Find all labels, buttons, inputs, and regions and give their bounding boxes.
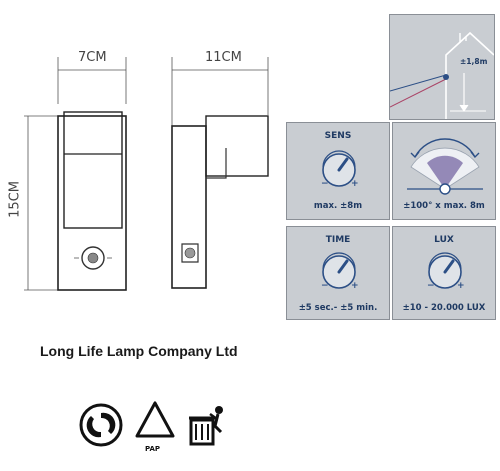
width-dimension-label: 7CM bbox=[78, 50, 107, 65]
angle-panel: ±100° x max. 8m bbox=[392, 122, 496, 220]
mount-height-label: ±1,8m bbox=[460, 57, 488, 66]
pap-label: PAP bbox=[145, 445, 161, 453]
mount-height-panel: ±1,8m bbox=[389, 14, 495, 120]
svg-text:+: + bbox=[351, 179, 359, 189]
detection-angle-icon bbox=[407, 138, 483, 195]
lux-title: LUX bbox=[434, 235, 454, 245]
recycle-triangle-icon bbox=[135, 400, 175, 438]
lux-dial-icon: − + bbox=[427, 252, 465, 291]
company-name: Long Life Lamp Company Ltd bbox=[40, 343, 238, 359]
sens-value: max. ±8m bbox=[313, 201, 363, 211]
time-panel: TIME − + ±5 sec.- ±5 min. bbox=[286, 226, 390, 320]
svg-text:−: − bbox=[321, 179, 329, 189]
depth-dimension-label: 11CM bbox=[205, 50, 242, 65]
svg-text:+: + bbox=[457, 281, 465, 291]
sens-dial-icon: − + bbox=[321, 150, 359, 189]
time-value: ±5 sec.- ±5 min. bbox=[298, 303, 378, 313]
sens-panel: SENS − + max. ±8m bbox=[286, 122, 390, 220]
lux-value: ±10 - 20.000 LUX bbox=[402, 303, 486, 313]
recycle-green-dot-icon bbox=[79, 403, 123, 447]
waste-bin-icon bbox=[189, 406, 223, 446]
svg-text:+: + bbox=[351, 281, 359, 291]
front-view-drawing bbox=[24, 57, 269, 291]
svg-text:−: − bbox=[321, 281, 329, 291]
sens-title: SENS bbox=[324, 131, 352, 141]
angle-value: ±100° x max. 8m bbox=[403, 201, 485, 211]
lux-panel: LUX − + ±10 - 20.000 LUX bbox=[392, 226, 496, 320]
svg-text:−: − bbox=[427, 281, 435, 291]
time-dial-icon: − + bbox=[321, 252, 359, 291]
time-title: TIME bbox=[325, 235, 351, 245]
house-diagram bbox=[390, 31, 494, 119]
height-dimension-label: 15CM bbox=[7, 181, 23, 218]
